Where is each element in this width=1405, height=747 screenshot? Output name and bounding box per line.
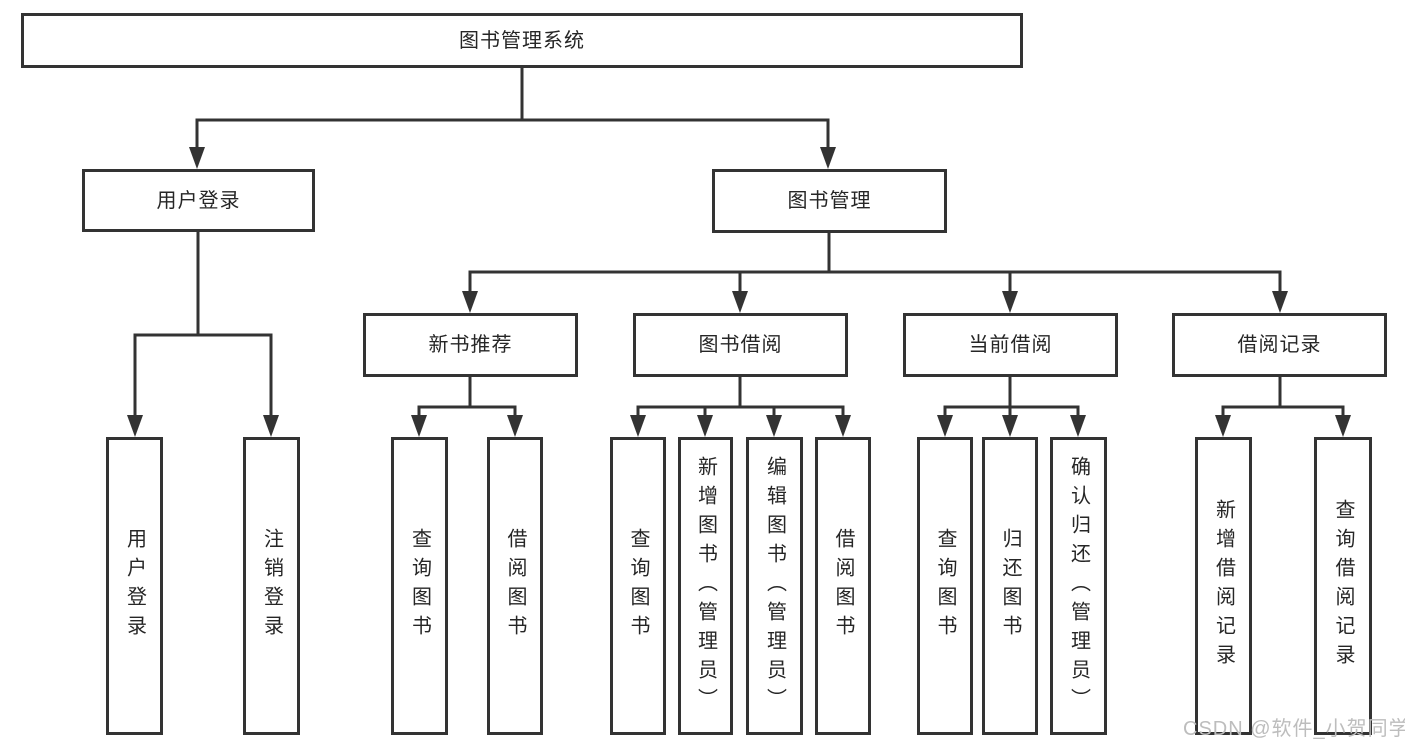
leaf-query-books: 查询图书 bbox=[610, 437, 666, 735]
arrow-down-icon bbox=[1002, 415, 1018, 437]
arrow-down-icon bbox=[263, 415, 279, 437]
leaf-borrow-books: 借阅图书 bbox=[815, 437, 871, 735]
group-current-borrowing: 当前借阅 bbox=[903, 313, 1118, 377]
leaf-return-book: 归还图书 bbox=[982, 437, 1038, 735]
arrow-down-icon bbox=[411, 415, 427, 437]
group-borrow-records: 借阅记录 bbox=[1172, 313, 1387, 377]
arrowhead-icons bbox=[127, 147, 1351, 437]
leaf-edit-book-admin: 编辑图书（管理员） bbox=[746, 437, 803, 735]
group-new-book-recommend: 新书推荐 bbox=[363, 313, 578, 377]
leaf-query-books: 查询图书 bbox=[391, 437, 448, 735]
arrow-down-icon bbox=[507, 415, 523, 437]
leaf-user-login: 用户登录 bbox=[106, 437, 163, 735]
leaf-logout: 注销登录 bbox=[243, 437, 300, 735]
arrow-down-icon bbox=[820, 147, 836, 169]
arrow-down-icon bbox=[1272, 291, 1288, 313]
leaf-add-borrow-record: 新增借阅记录 bbox=[1195, 437, 1252, 735]
arrow-down-icon bbox=[189, 147, 205, 169]
tree-connector-path bbox=[133, 68, 1345, 419]
arrow-down-icon bbox=[732, 291, 748, 313]
arrow-down-icon bbox=[630, 415, 646, 437]
arrow-down-icon bbox=[1335, 415, 1351, 437]
leaf-borrow-books: 借阅图书 bbox=[487, 437, 543, 735]
leaf-query-borrow-record: 查询借阅记录 bbox=[1314, 437, 1372, 735]
arrow-down-icon bbox=[1002, 291, 1018, 313]
leaf-add-book-admin: 新增图书（管理员） bbox=[678, 437, 733, 735]
arrow-down-icon bbox=[835, 415, 851, 437]
arrow-down-icon bbox=[1070, 415, 1086, 437]
leaf-query-books: 查询图书 bbox=[917, 437, 973, 735]
arrow-down-icon bbox=[462, 291, 478, 313]
branch-user-login: 用户登录 bbox=[82, 169, 315, 232]
arrow-down-icon bbox=[766, 415, 782, 437]
group-book-borrowing: 图书借阅 bbox=[633, 313, 848, 377]
leaf-confirm-return-admin: 确认归还（管理员） bbox=[1050, 437, 1107, 735]
arrow-down-icon bbox=[937, 415, 953, 437]
arrow-down-icon bbox=[1215, 415, 1231, 437]
branch-book-management: 图书管理 bbox=[712, 169, 947, 233]
arrow-down-icon bbox=[127, 415, 143, 437]
arrow-down-icon bbox=[697, 415, 713, 437]
root-node-library-system: 图书管理系统 bbox=[21, 13, 1023, 68]
csdn-watermark: CSDN @软件_小贺同学 bbox=[1183, 718, 1405, 740]
